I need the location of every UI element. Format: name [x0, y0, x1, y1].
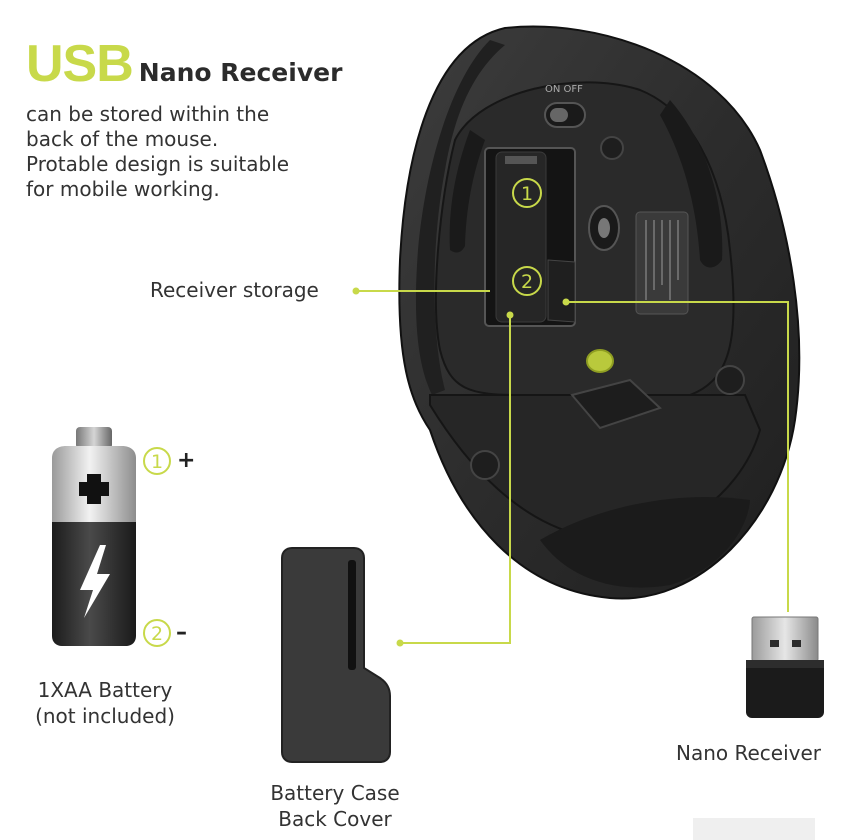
plus-sign: + [177, 448, 196, 473]
battery-back-cover-icon [281, 547, 391, 763]
description-line: back of the mouse. [26, 127, 219, 151]
description-line: can be stored within the [26, 102, 270, 126]
description: can be stored within the back of the mou… [26, 102, 289, 202]
nano-receiver-icon [746, 616, 824, 718]
marker-one: 1 [512, 178, 542, 208]
aa-battery-icon [52, 427, 136, 646]
minus-sign: – [176, 620, 187, 645]
callout-lines [356, 290, 789, 644]
marker-two: 2 [512, 266, 542, 296]
svg-text:1: 1 [521, 183, 533, 205]
battery-label: 1XAA Battery (not included) [10, 677, 200, 729]
back-cover-label-line: Battery Case [270, 781, 400, 805]
receiver-storage-label: Receiver storage [150, 278, 319, 302]
back-cover-label: Battery Case Back Cover [245, 780, 425, 832]
description-line: for mobile working. [26, 177, 220, 201]
svg-text:2: 2 [151, 623, 163, 645]
callout-dots [352, 287, 570, 647]
battery-marker-one: 1 [143, 447, 171, 475]
battery-marker-two: 2 [143, 619, 171, 647]
back-cover-label-line: Back Cover [278, 807, 392, 831]
heading-highlight: USB [26, 35, 134, 93]
battery-label-line: (not included) [35, 704, 175, 728]
svg-text:2: 2 [521, 271, 533, 293]
description-line: Protable design is suitable [26, 152, 290, 176]
switch-label: ON OFF [545, 84, 583, 95]
battery-label-line: 1XAA Battery [37, 678, 173, 702]
svg-text:1: 1 [151, 451, 163, 473]
mouse-body [398, 25, 801, 600]
nano-receiver-label: Nano Receiver [676, 741, 822, 765]
heading-rest: Nano Receiver [138, 58, 343, 87]
corner-block [693, 818, 815, 840]
